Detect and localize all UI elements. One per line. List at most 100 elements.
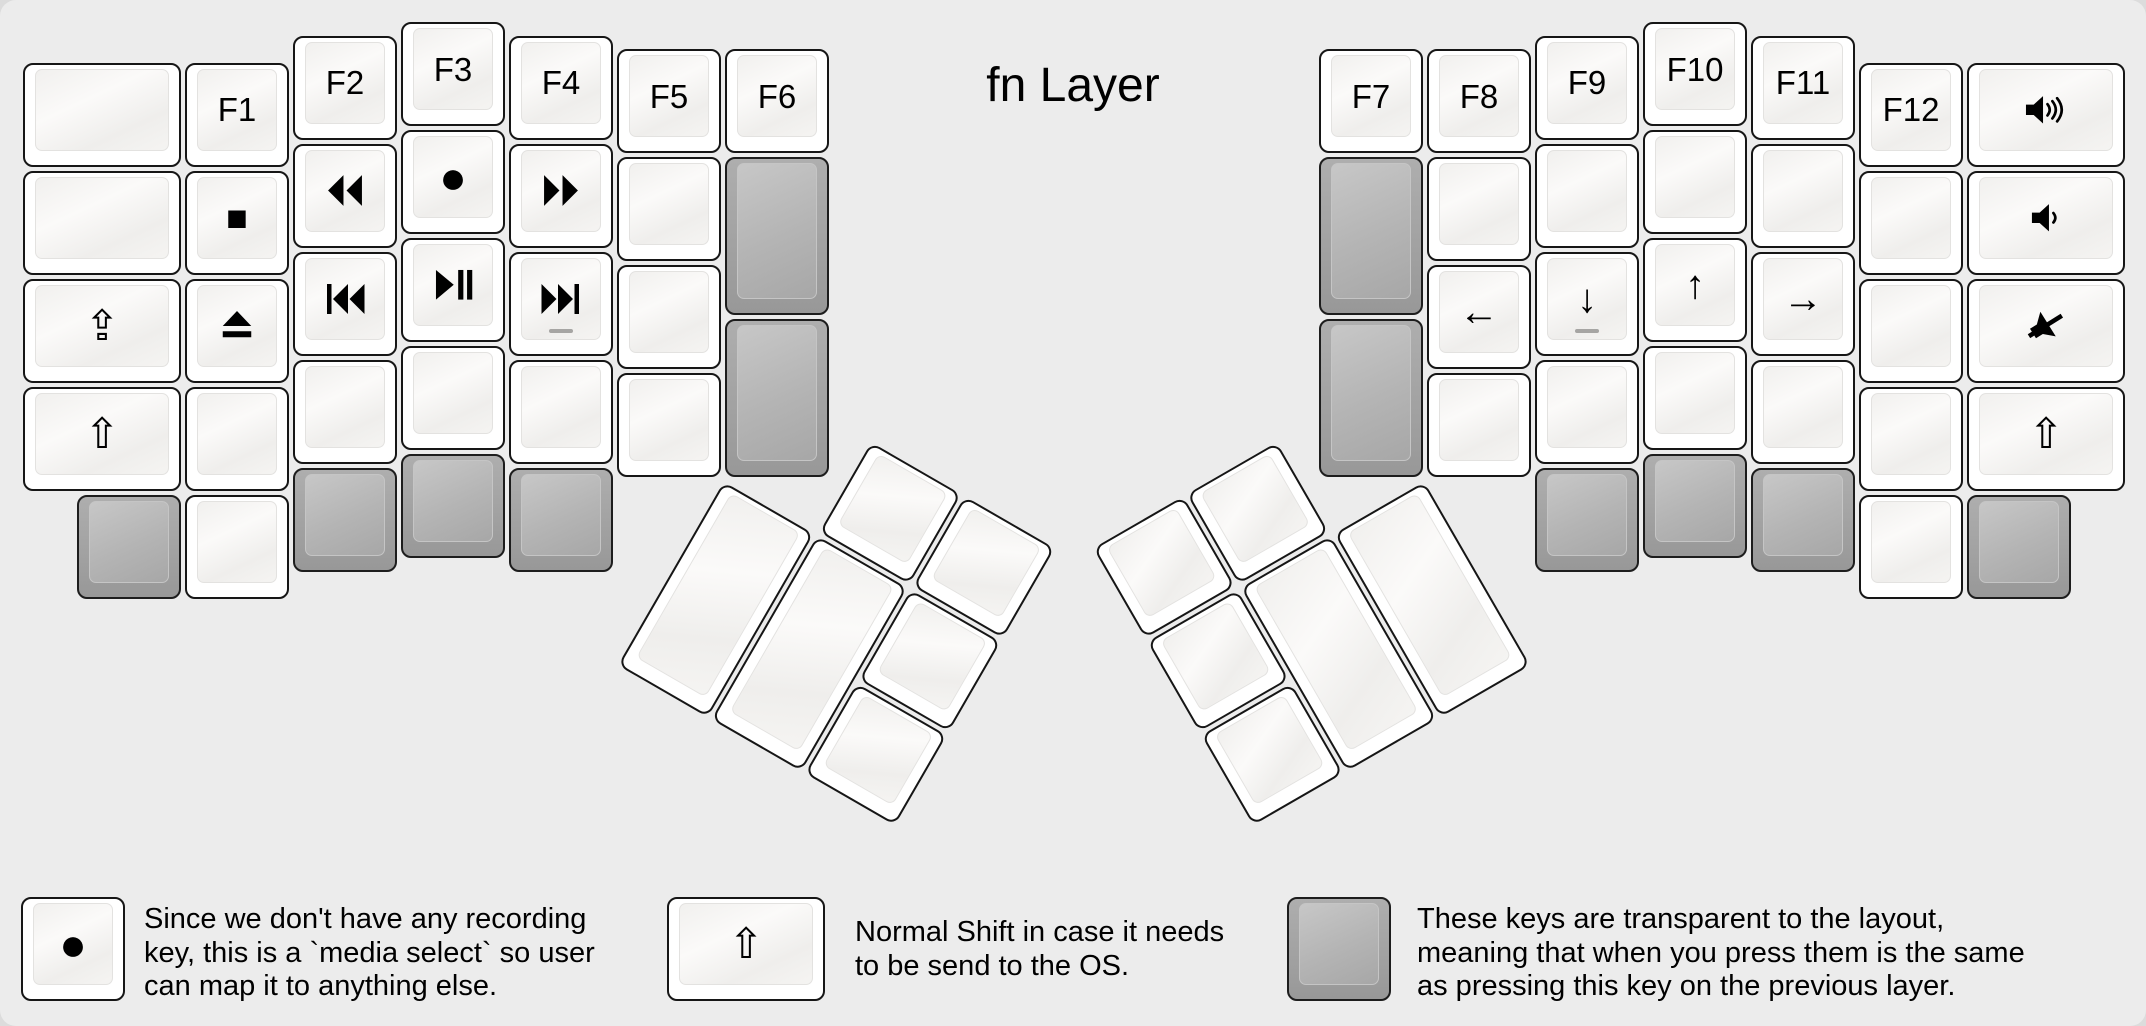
key-transparent[interactable]	[401, 454, 505, 558]
keycap-surface: F11	[1763, 41, 1843, 124]
key-transparent[interactable]	[77, 494, 181, 599]
key-rewind[interactable]	[293, 143, 397, 248]
key-play-pause[interactable]	[401, 238, 505, 342]
keycap-surface: F2	[305, 41, 385, 124]
legend-line: These keys are transparent to the layout…	[1417, 903, 1945, 935]
key-arrow-left[interactable]: ←	[1427, 265, 1531, 369]
key-blank[interactable]	[509, 359, 613, 464]
key-transparent[interactable]	[1319, 319, 1423, 477]
key-blank[interactable]	[617, 157, 721, 261]
key-blank[interactable]	[1859, 170, 1963, 275]
keycap-surface: F12	[1871, 68, 1951, 151]
key-record[interactable]: ●	[401, 130, 505, 234]
key-f11[interactable]: F11	[1751, 35, 1855, 140]
keycap-surface	[1547, 149, 1627, 232]
key-blank[interactable]	[1859, 494, 1963, 599]
legend-line: can map it to anything else.	[144, 970, 498, 1002]
key-label: F7	[1351, 77, 1391, 115]
key-f4[interactable]: F4	[509, 35, 613, 140]
key-blank[interactable]	[23, 62, 181, 167]
key-blank[interactable]	[23, 170, 181, 275]
key-transparent[interactable]	[725, 319, 829, 477]
volume-up-icon	[2023, 92, 2069, 128]
key-blank[interactable]	[617, 265, 721, 369]
key-blank[interactable]	[1427, 373, 1531, 477]
key-blank[interactable]	[293, 359, 397, 464]
key-f8[interactable]: F8	[1427, 49, 1531, 153]
key-arrow-down[interactable]: ↓	[1535, 251, 1639, 356]
keycap-surface: F9	[1547, 41, 1627, 124]
key-blank[interactable]	[617, 373, 721, 477]
key-blank[interactable]	[1643, 130, 1747, 234]
keycap-surface	[521, 365, 601, 448]
key-f3[interactable]: F3	[401, 22, 505, 126]
keycap-surface	[305, 149, 385, 232]
key-f10[interactable]: F10	[1643, 22, 1747, 126]
keycap-surface: ⇧	[679, 903, 813, 985]
key-transparent[interactable]	[293, 467, 397, 572]
key-f12[interactable]: F12	[1859, 62, 1963, 167]
key-prev-track[interactable]	[293, 251, 397, 356]
key-transparent[interactable]	[1535, 467, 1639, 572]
legend-key-record-cap[interactable]: ●	[21, 897, 125, 1001]
record-icon: ●	[439, 151, 467, 203]
key-blank[interactable]	[1751, 143, 1855, 248]
key-blank[interactable]	[1751, 359, 1855, 464]
key-stop[interactable]: ■	[185, 170, 289, 275]
key-transparent[interactable]	[1967, 494, 2071, 599]
key-shift-lock[interactable]: ⇪	[23, 278, 181, 383]
keycap-surface	[1763, 149, 1843, 232]
key-transparent[interactable]	[1643, 454, 1747, 558]
keycap-surface	[1331, 163, 1411, 299]
key-f7[interactable]: F7	[1319, 49, 1423, 153]
legend-key-transparent-cap[interactable]	[1287, 897, 1391, 1001]
key-blank[interactable]	[1535, 359, 1639, 464]
key-blank[interactable]	[1535, 143, 1639, 248]
key-shift-left[interactable]: ⇧	[23, 386, 181, 491]
key-mute[interactable]	[1967, 278, 2125, 383]
keycap-surface	[629, 271, 709, 353]
legend-line: to be send to the OS.	[855, 949, 1130, 982]
keycap-surface: F5	[629, 55, 709, 137]
key-f1[interactable]: F1	[185, 62, 289, 167]
key-shift-right[interactable]: ⇧	[1967, 386, 2125, 491]
keycap-surface	[197, 392, 277, 475]
key-arrow-up[interactable]: ↑	[1643, 238, 1747, 342]
key-arrow-right[interactable]: →	[1751, 251, 1855, 356]
keycap-surface: F10	[1655, 28, 1735, 110]
key-eject[interactable]	[185, 278, 289, 383]
key-transparent[interactable]	[1319, 157, 1423, 315]
key-blank[interactable]	[185, 386, 289, 491]
key-fast-forward[interactable]	[509, 143, 613, 248]
key-volume-down[interactable]	[1967, 170, 2125, 275]
key-blank[interactable]	[185, 494, 289, 599]
key-transparent[interactable]	[1751, 467, 1855, 572]
keycap-surface	[1331, 325, 1411, 461]
key-volume-up[interactable]	[1967, 62, 2125, 167]
legend-line: key, this is a `media select` so user	[144, 936, 595, 969]
keycap-surface	[1655, 352, 1735, 434]
key-blank[interactable]	[1643, 346, 1747, 450]
key-next-track[interactable]	[509, 251, 613, 356]
legend-key-shift-cap[interactable]: ⇧	[667, 897, 825, 1001]
keycap-surface: F1	[197, 68, 277, 151]
key-blank[interactable]	[1427, 157, 1531, 261]
keycap-surface: ↓	[1547, 257, 1627, 340]
key-blank[interactable]	[1859, 386, 1963, 491]
key-blank[interactable]	[1859, 278, 1963, 383]
keycap-surface	[1763, 365, 1843, 448]
keycap-surface	[1979, 284, 2113, 367]
key-f6[interactable]: F6	[725, 49, 829, 153]
key-f5[interactable]: F5	[617, 49, 721, 153]
keycap-surface	[413, 352, 493, 434]
key-transparent[interactable]	[509, 467, 613, 572]
key-blank[interactable]	[401, 346, 505, 450]
keycap-surface	[1200, 453, 1311, 565]
key-f2[interactable]: F2	[293, 35, 397, 140]
key-transparent[interactable]	[725, 157, 829, 315]
keycap-surface	[35, 176, 169, 259]
key-f9[interactable]: F9	[1535, 35, 1639, 140]
eject-icon	[219, 308, 255, 344]
keycap-surface: F3	[413, 28, 493, 110]
